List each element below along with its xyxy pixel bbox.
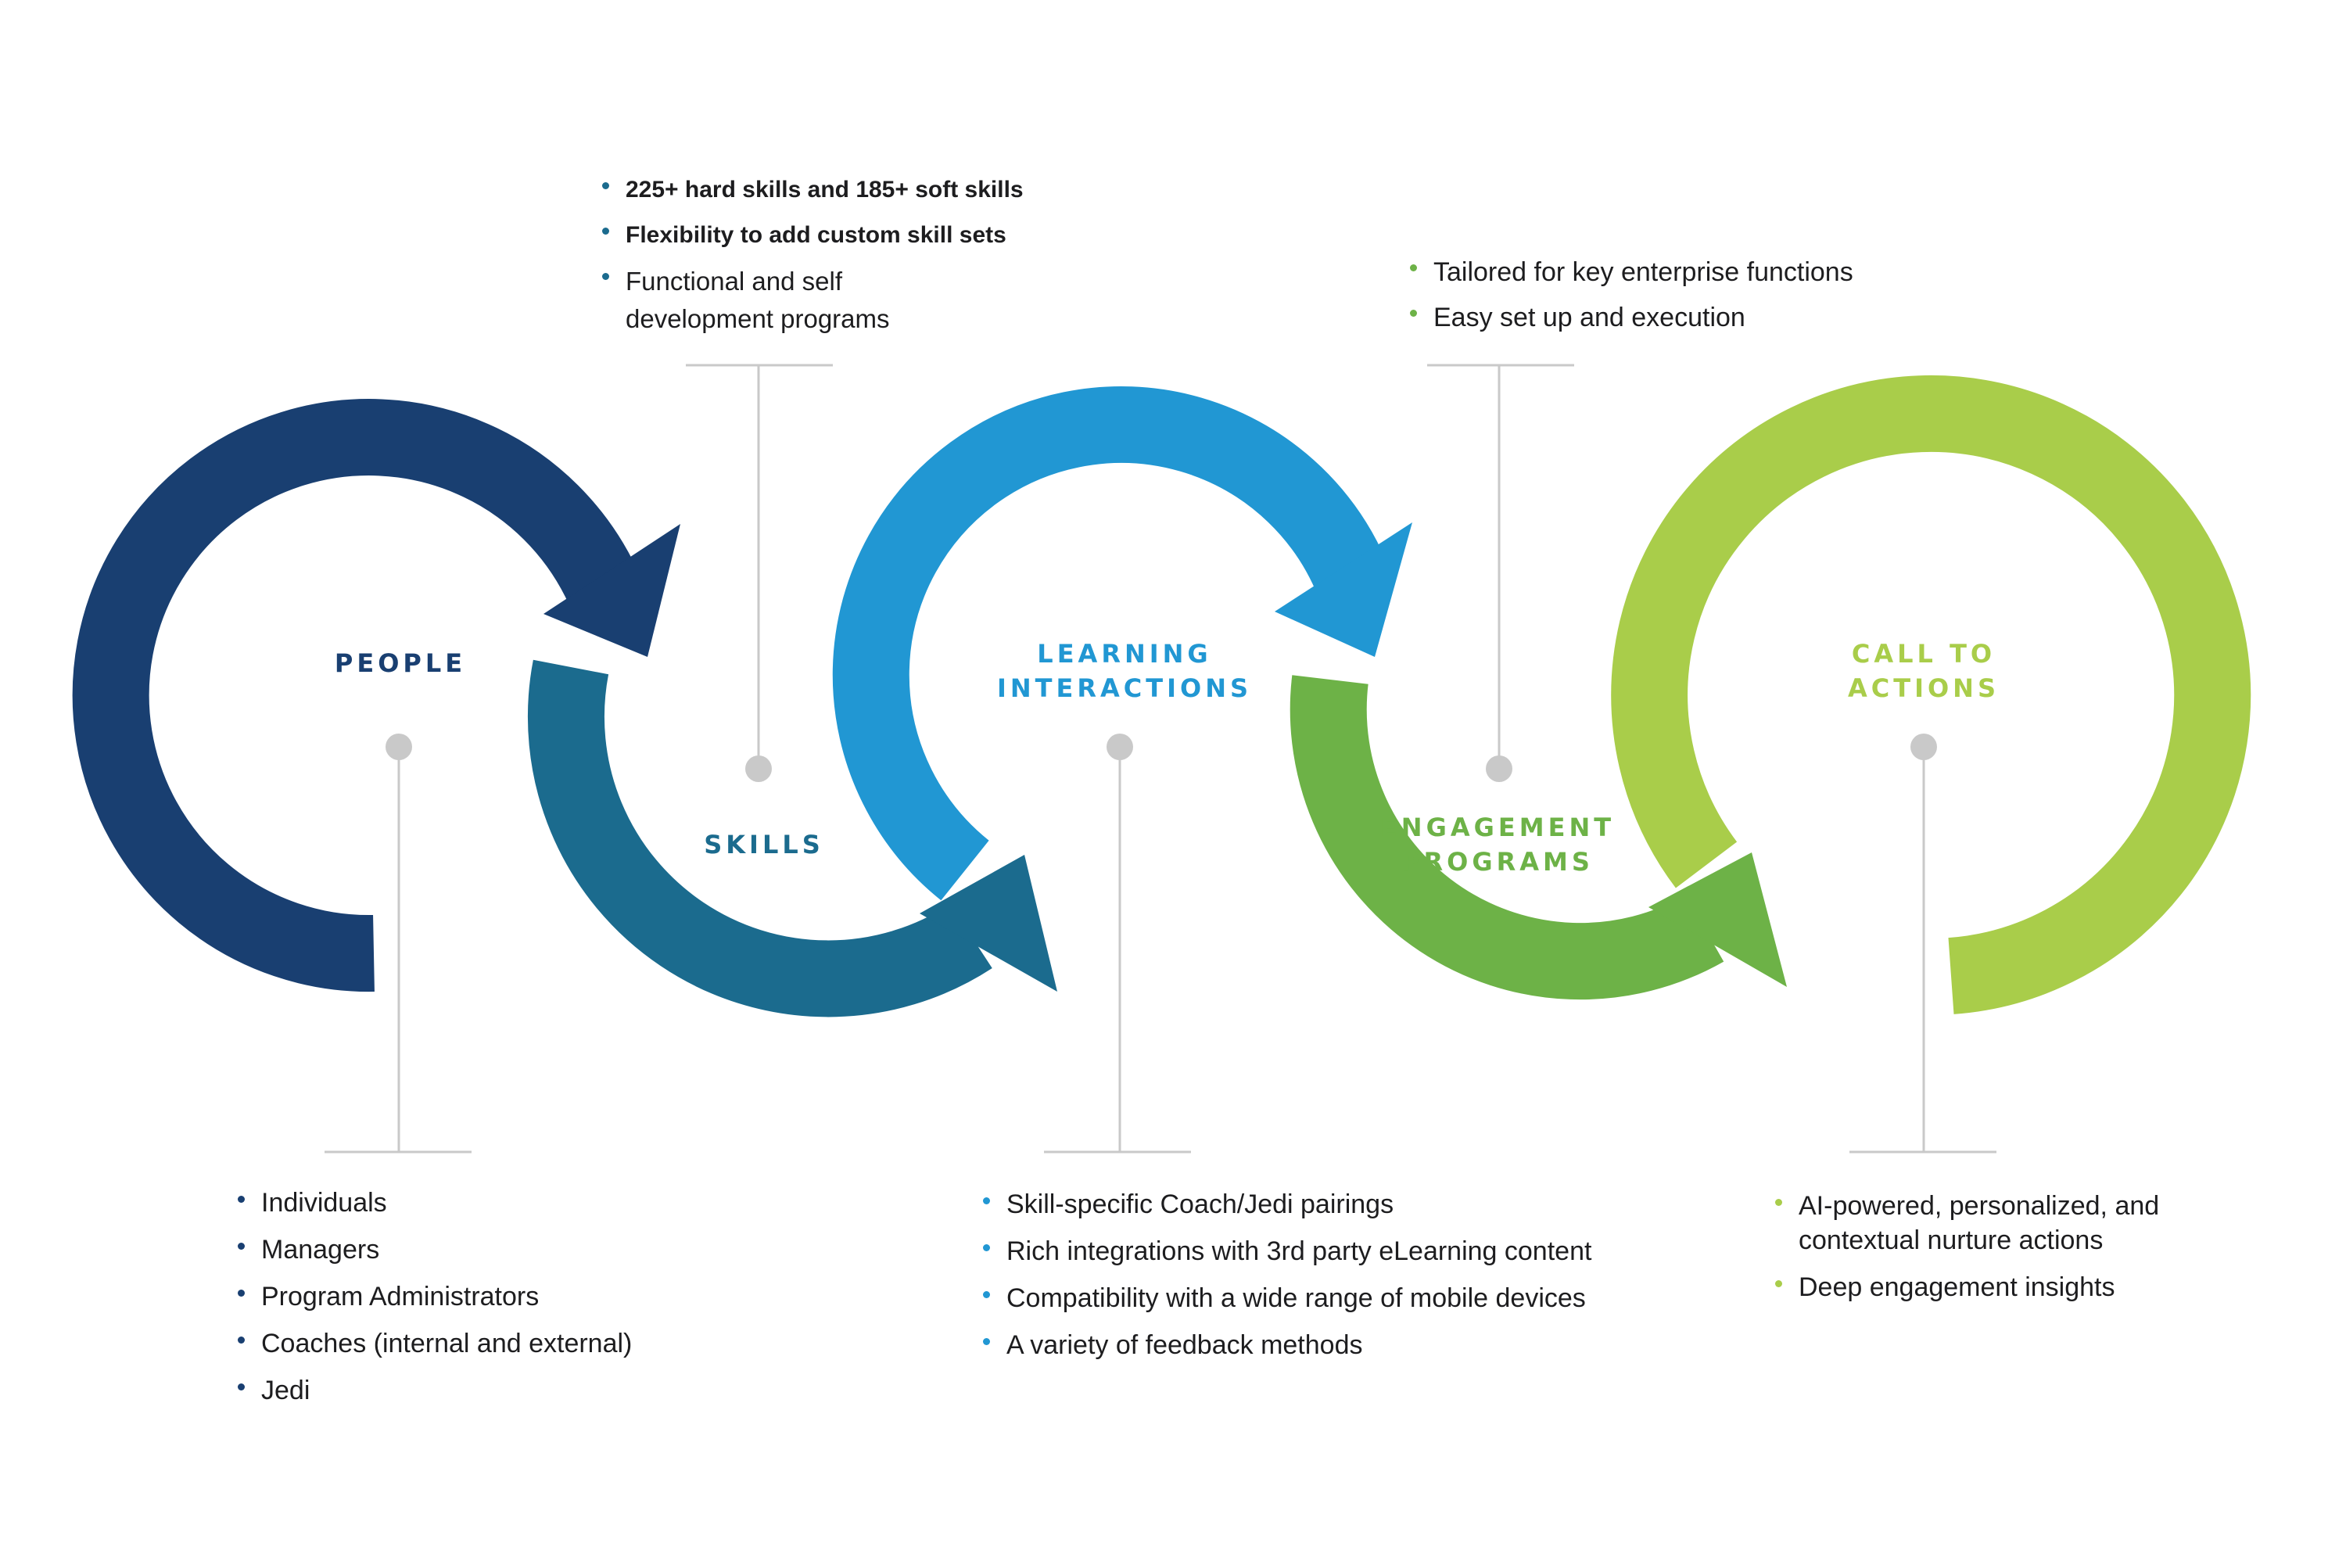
bullet-dot [238, 1337, 245, 1344]
connector-learning [1044, 734, 1191, 1154]
bullet-dot [602, 228, 609, 235]
list-item: A variety of feedback methods [983, 1328, 1702, 1362]
bullet-dot [238, 1383, 245, 1390]
list-item: Program Administrators [238, 1279, 723, 1314]
list-item: Rich integrations with 3rd party eLearni… [983, 1234, 1702, 1268]
arc-people [72, 399, 637, 992]
learning-bullets: Skill-specific Coach/Jedi pairings Rich … [983, 1187, 1702, 1375]
list-item: Tailored for key enterprise functions [1410, 254, 1957, 290]
bullet-dot [1775, 1280, 1782, 1287]
list-item: Managers [238, 1233, 723, 1267]
title-learning: LEARNING INTERACTIONS [996, 639, 1253, 703]
list-item: Individuals [238, 1186, 723, 1220]
arrowhead-skills [920, 855, 1057, 992]
bullet-dot [238, 1196, 245, 1203]
bullet-dot [983, 1291, 990, 1298]
arc-call-to-actions [1611, 375, 2251, 1014]
engagement-bullets: Tailored for key enterprise functions Ea… [1410, 254, 1957, 345]
bullet-dot [1410, 310, 1417, 317]
connector-call-to-actions [1849, 734, 1996, 1154]
list-item: Compatibility with a wide range of mobil… [983, 1281, 1702, 1315]
bullet-dot [983, 1244, 990, 1251]
arrowhead-people [543, 524, 680, 657]
call-to-actions-bullets: AI-powered, personalized, and contextual… [1775, 1189, 2276, 1317]
arrowhead-engagement [1648, 852, 1787, 987]
bullet-dot [983, 1338, 990, 1345]
title-call-to-actions: CALL TO ACTIONS [1847, 639, 2000, 703]
skills-bullets: 225+ hard skills and 185+ soft skills Fl… [602, 172, 1134, 347]
title-people: PEOPLE [334, 648, 467, 678]
list-item: Functional and self development programs [602, 263, 1134, 338]
people-bullets: Individuals Managers Program Administrat… [238, 1186, 723, 1420]
list-item: Deep engagement insights [1775, 1270, 2276, 1304]
list-item: Easy set up and execution [1410, 300, 1957, 335]
bullet-dot [602, 182, 609, 189]
list-item: Flexibility to add custom skill sets [602, 217, 1134, 253]
connector-people [325, 734, 472, 1154]
arc-engagement [1290, 675, 1724, 1000]
list-item: 225+ hard skills and 185+ soft skills [602, 172, 1134, 208]
arrowhead-learning [1275, 522, 1412, 657]
list-item: Coaches (internal and external) [238, 1326, 723, 1361]
bullet-dot [1410, 264, 1417, 271]
title-engagement: ENGAGEMENT PROGRAMS [1379, 813, 1616, 877]
arc-skills [527, 659, 992, 1017]
bullet-dot [983, 1197, 990, 1204]
bullet-dot [602, 273, 609, 280]
connector-engagement [1427, 364, 1574, 782]
bullet-dot [238, 1290, 245, 1297]
title-skills: SKILLS [704, 830, 824, 859]
list-item: Skill-specific Coach/Jedi pairings [983, 1187, 1702, 1222]
bullet-dot [1775, 1199, 1782, 1206]
bullet-dot [238, 1243, 245, 1250]
list-item: Jedi [238, 1373, 723, 1408]
list-item: AI-powered, personalized, and contextual… [1775, 1189, 2276, 1258]
connector-skills [686, 364, 833, 782]
arc-learning [832, 386, 1390, 901]
